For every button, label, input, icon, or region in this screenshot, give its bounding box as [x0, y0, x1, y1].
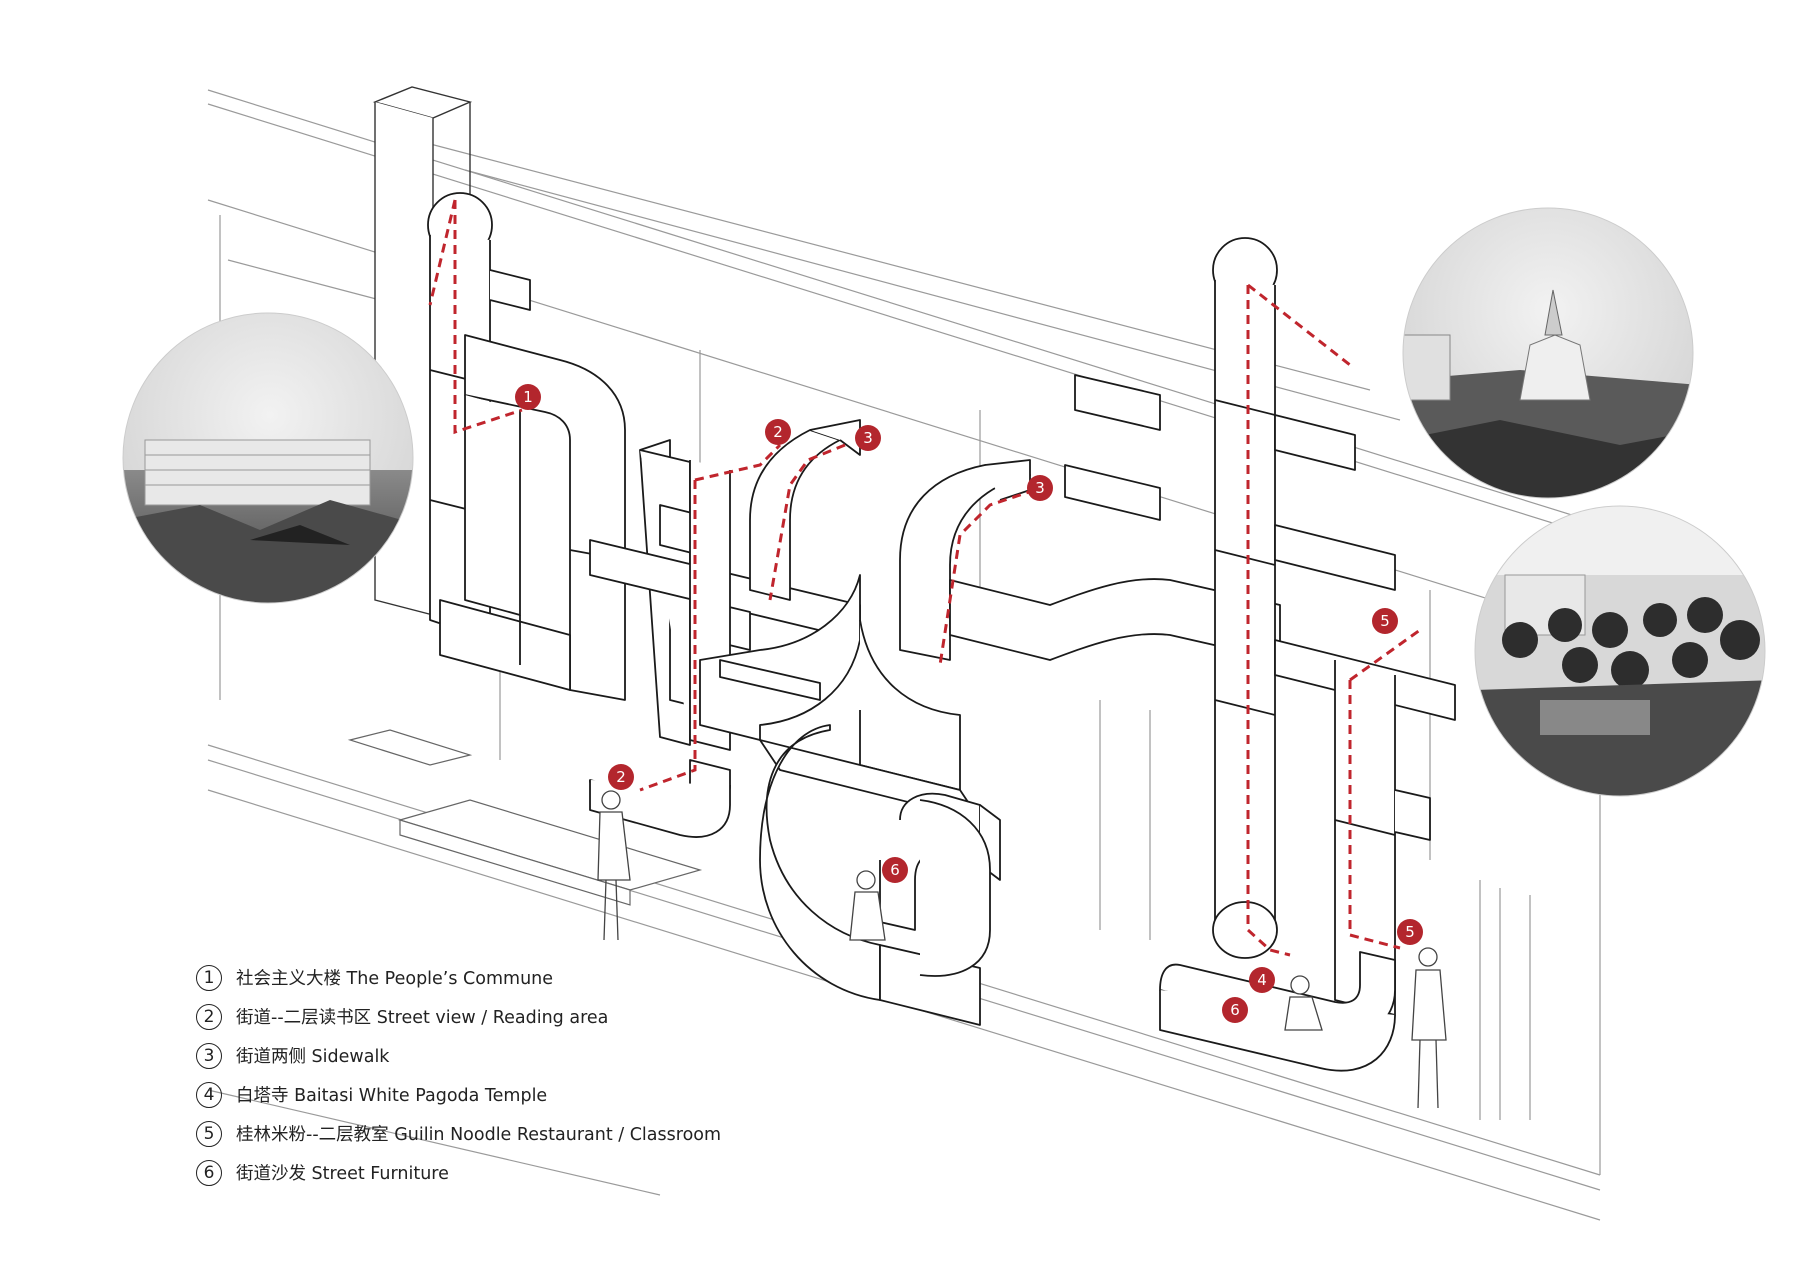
- legend-number: 3: [196, 1042, 222, 1069]
- svg-text:2: 2: [616, 768, 626, 786]
- white-pagoda-photo: [1403, 208, 1693, 498]
- marker-5b: 5: [1397, 919, 1423, 945]
- svg-text:5: 5: [1380, 612, 1390, 630]
- legend-number: 4: [196, 1081, 222, 1108]
- legend: 1 社会主义大楼 The People’s Commune 2 街道--二层读书…: [196, 958, 836, 1192]
- legend-item: 6 街道沙发 Street Furniture: [196, 1153, 836, 1192]
- marker-4: 4: [1249, 967, 1275, 993]
- legend-label: 白塔寺 Baitasi White Pagoda Temple: [236, 1086, 548, 1106]
- svg-text:6: 6: [1230, 1001, 1240, 1019]
- legend-label: 社会主义大楼 The People’s Commune: [236, 969, 554, 989]
- marker-3b: 3: [1027, 475, 1053, 501]
- svg-text:6: 6: [890, 861, 900, 879]
- marker-3a: 3: [855, 425, 881, 451]
- legend-item: 3 街道两侧 Sidewalk: [196, 1036, 836, 1075]
- svg-text:2: 2: [773, 423, 783, 441]
- legend-label: 桂林米粉--二层教室 Guilin Noodle Restaurant / Cl…: [236, 1125, 722, 1145]
- marker-6a: 6: [882, 857, 908, 883]
- marker-2b: 2: [608, 764, 634, 790]
- legend-number: 6: [196, 1159, 222, 1186]
- legend-label: 街道沙发 Street Furniture: [236, 1164, 449, 1184]
- svg-text:1: 1: [523, 388, 533, 406]
- svg-text:3: 3: [863, 429, 873, 447]
- legend-item: 5 桂林米粉--二层教室 Guilin Noodle Restaurant / …: [196, 1114, 836, 1153]
- circulation-paths: [428, 199, 1421, 957]
- legend-label: 街道两侧 Sidewalk: [236, 1047, 390, 1067]
- legend-item: 1 社会主义大楼 The People’s Commune: [196, 958, 836, 997]
- classroom-photo: [1475, 506, 1765, 796]
- legend-item: 4 白塔寺 Baitasi White Pagoda Temple: [196, 1075, 836, 1114]
- marker-6b: 6: [1222, 997, 1248, 1023]
- svg-text:5: 5: [1405, 923, 1415, 941]
- legend-item: 2 街道--二层读书区 Street view / Reading area: [196, 997, 836, 1036]
- legend-number: 1: [196, 964, 222, 991]
- marker-5a: 5: [1372, 608, 1398, 634]
- people-figures: [597, 790, 1447, 1109]
- legend-label: 街道--二层读书区 Street view / Reading area: [236, 1008, 609, 1028]
- marker-2a: 2: [765, 419, 791, 445]
- svg-text:4: 4: [1257, 971, 1267, 989]
- legend-number: 5: [196, 1120, 222, 1147]
- legend-number: 2: [196, 1003, 222, 1030]
- location-markers: 1 2 3 3 2 6 4 6 5 5: [515, 384, 1423, 1023]
- svg-text:3: 3: [1035, 479, 1045, 497]
- marker-1: 1: [515, 384, 541, 410]
